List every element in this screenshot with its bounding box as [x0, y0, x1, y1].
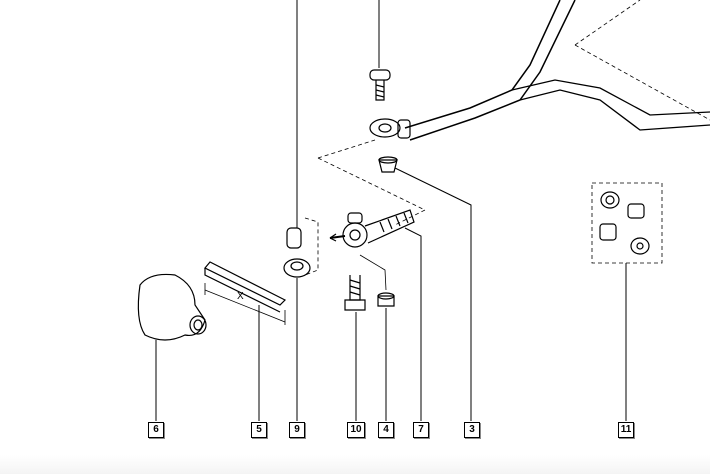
part-label-3[interactable]: 3: [464, 422, 480, 438]
part-label-9[interactable]: 9: [289, 422, 305, 438]
link-rod-7: [329, 209, 415, 248]
bottom-shadow: [0, 455, 710, 474]
bolt-10: [344, 275, 366, 311]
part-label-7[interactable]: 7: [413, 422, 429, 438]
part-label-6[interactable]: 6: [148, 422, 164, 438]
rubber-boot-6: [137, 273, 207, 341]
bushing-kit-11: [599, 191, 650, 255]
part-label-11[interactable]: 11: [618, 422, 634, 438]
bolt-upper: [369, 69, 391, 101]
bushing-9: [283, 227, 311, 278]
part-label-5[interactable]: 5: [251, 422, 267, 438]
link-joint: [369, 118, 411, 139]
stabilizer-bar: [404, 0, 710, 141]
bushing-3: [378, 156, 398, 173]
nut-4: [359, 254, 395, 307]
dimension-label-x: X: [237, 291, 244, 302]
part-label-4[interactable]: 4: [378, 422, 394, 438]
part-label-10[interactable]: 10: [347, 422, 365, 438]
reference-lines: [304, 0, 710, 276]
leader-lines: [155, 0, 627, 421]
cable-tie-5: [204, 261, 287, 325]
